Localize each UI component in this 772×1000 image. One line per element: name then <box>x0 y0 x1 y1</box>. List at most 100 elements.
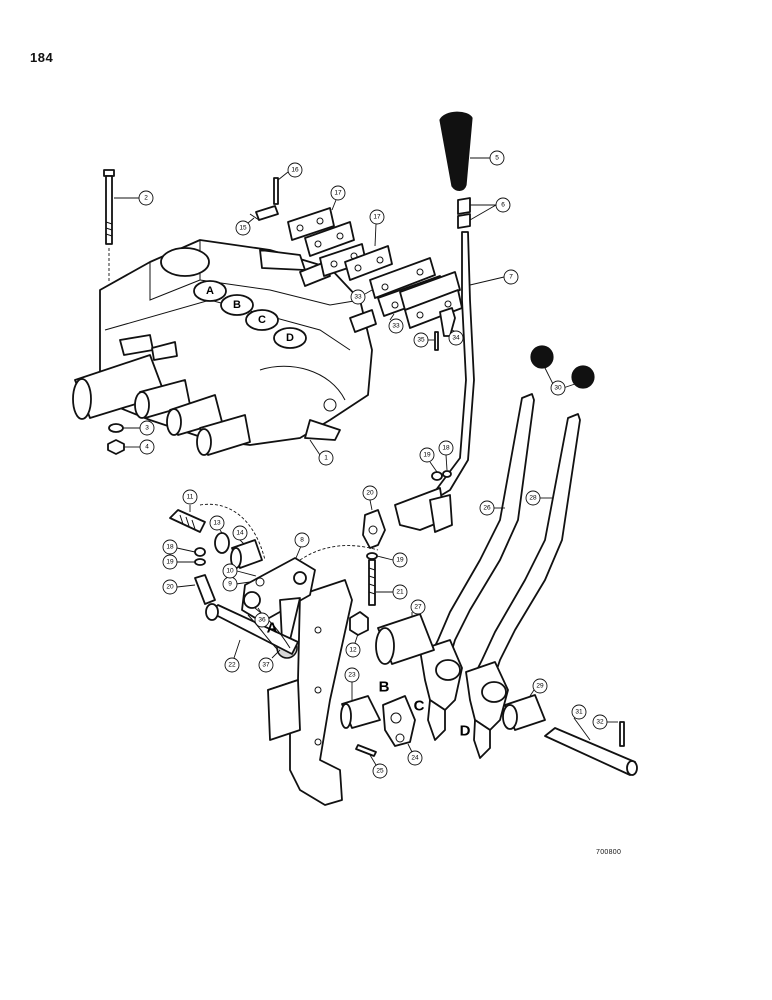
valve-section-a-label: A <box>206 285 214 297</box>
callout-26: 26 <box>483 505 491 512</box>
section-b-label: B <box>379 679 390 696</box>
callout-21: 21 <box>396 589 404 596</box>
callout-25: 25 <box>376 768 384 775</box>
callout-34: 34 <box>452 335 460 342</box>
callout-circle <box>413 332 429 348</box>
callout-circle <box>369 209 385 225</box>
hex-nut <box>107 439 125 455</box>
callout-8: 8 <box>300 537 304 544</box>
callout-circle <box>388 318 404 334</box>
lever-c <box>419 393 535 741</box>
pivot-bushings <box>375 613 546 731</box>
nut <box>349 611 369 636</box>
callout-circle <box>254 612 270 628</box>
figure-code: 700800 <box>596 849 622 856</box>
mounting-bracket <box>267 579 353 806</box>
callout-36: 36 <box>258 617 266 624</box>
callout-circle <box>344 667 360 683</box>
callout-circle <box>532 678 548 694</box>
callout-circle <box>571 704 587 720</box>
lever-ball-knob <box>571 365 595 389</box>
callout-27: 27 <box>414 604 422 611</box>
callout-17: 17 <box>334 190 342 197</box>
callout-24: 24 <box>411 755 419 762</box>
callout-circle <box>222 563 238 579</box>
callout-circle <box>592 714 608 730</box>
callout-circle <box>162 539 178 555</box>
callout-circle <box>287 162 303 178</box>
callout-35: 35 <box>417 337 425 344</box>
callout-33: 33 <box>354 294 362 301</box>
callout-circle <box>362 485 378 501</box>
valve-mounting-bolt <box>103 169 115 282</box>
callout-circle <box>139 439 155 455</box>
callout-circle <box>495 197 511 213</box>
callout-circle <box>162 579 178 595</box>
handle-link <box>247 607 291 651</box>
callout-33b: 33 <box>392 323 400 330</box>
callout-circle <box>138 190 154 206</box>
ball-joint-and-rod <box>362 470 452 606</box>
callout-circle <box>392 552 408 568</box>
section-a-label: A <box>267 620 278 637</box>
callout-11: 11 <box>187 494 194 501</box>
section-c-label: C <box>414 698 425 715</box>
callout-circle <box>489 150 505 166</box>
valve-section-d-label: D <box>286 332 294 344</box>
section-d-label: D <box>460 723 471 740</box>
callout-circle <box>232 525 248 541</box>
callout-circle <box>209 515 225 531</box>
callout-circle <box>407 750 423 766</box>
callout-circle <box>503 269 519 285</box>
callout-17b: 17 <box>373 214 381 221</box>
callout-circle <box>235 220 251 236</box>
callout-10: 10 <box>226 568 234 575</box>
callout-circle <box>345 642 361 658</box>
cross-pin <box>205 603 299 655</box>
callout-19: 19 <box>166 559 174 566</box>
callout-15: 15 <box>239 225 247 232</box>
callout-30: 30 <box>554 385 562 392</box>
lock-washer <box>108 423 124 433</box>
callout-14: 14 <box>236 530 244 537</box>
callout-18: 18 <box>166 544 174 551</box>
callout-6: 6 <box>501 202 505 209</box>
callout-19c: 19 <box>396 557 404 564</box>
callout-19b: 19 <box>423 452 431 459</box>
callout-3: 3 <box>145 425 149 432</box>
callout-18b: 18 <box>442 445 450 452</box>
callout-13: 13 <box>213 520 221 527</box>
callout-circle <box>372 763 388 779</box>
pivot-shaft <box>544 721 638 776</box>
callout-circle <box>330 185 346 201</box>
callout-layer: 1 2 3 4 5 6 7 <box>114 150 618 779</box>
callout-20: 20 <box>166 584 174 591</box>
valve-section-b-label: B <box>233 299 241 311</box>
callout-20b: 20 <box>366 490 374 497</box>
callout-32: 32 <box>596 719 604 726</box>
callout-7: 7 <box>509 274 513 281</box>
callout-circle <box>525 490 541 506</box>
callout-circle <box>438 440 454 456</box>
callout-2: 2 <box>144 195 148 202</box>
page-number: 184 <box>30 50 54 65</box>
callout-16: 16 <box>291 167 299 174</box>
small-hardware <box>169 509 265 605</box>
callout-9: 9 <box>228 581 232 588</box>
callout-23: 23 <box>348 672 356 679</box>
linkage-plates-and-pins <box>249 177 463 351</box>
control-lever-assembly <box>394 111 475 533</box>
lever-d <box>465 413 581 759</box>
callout-29: 29 <box>536 683 544 690</box>
callout-circle <box>479 500 495 516</box>
callout-31: 31 <box>575 709 583 716</box>
control-valve-assembly: A B C D <box>72 239 377 456</box>
callout-circle <box>350 289 366 305</box>
callout-28: 28 <box>529 495 537 502</box>
callout-circle <box>448 330 464 346</box>
callout-circle <box>392 584 408 600</box>
plate-b-assembly <box>340 695 416 757</box>
callout-37: 37 <box>262 662 270 669</box>
